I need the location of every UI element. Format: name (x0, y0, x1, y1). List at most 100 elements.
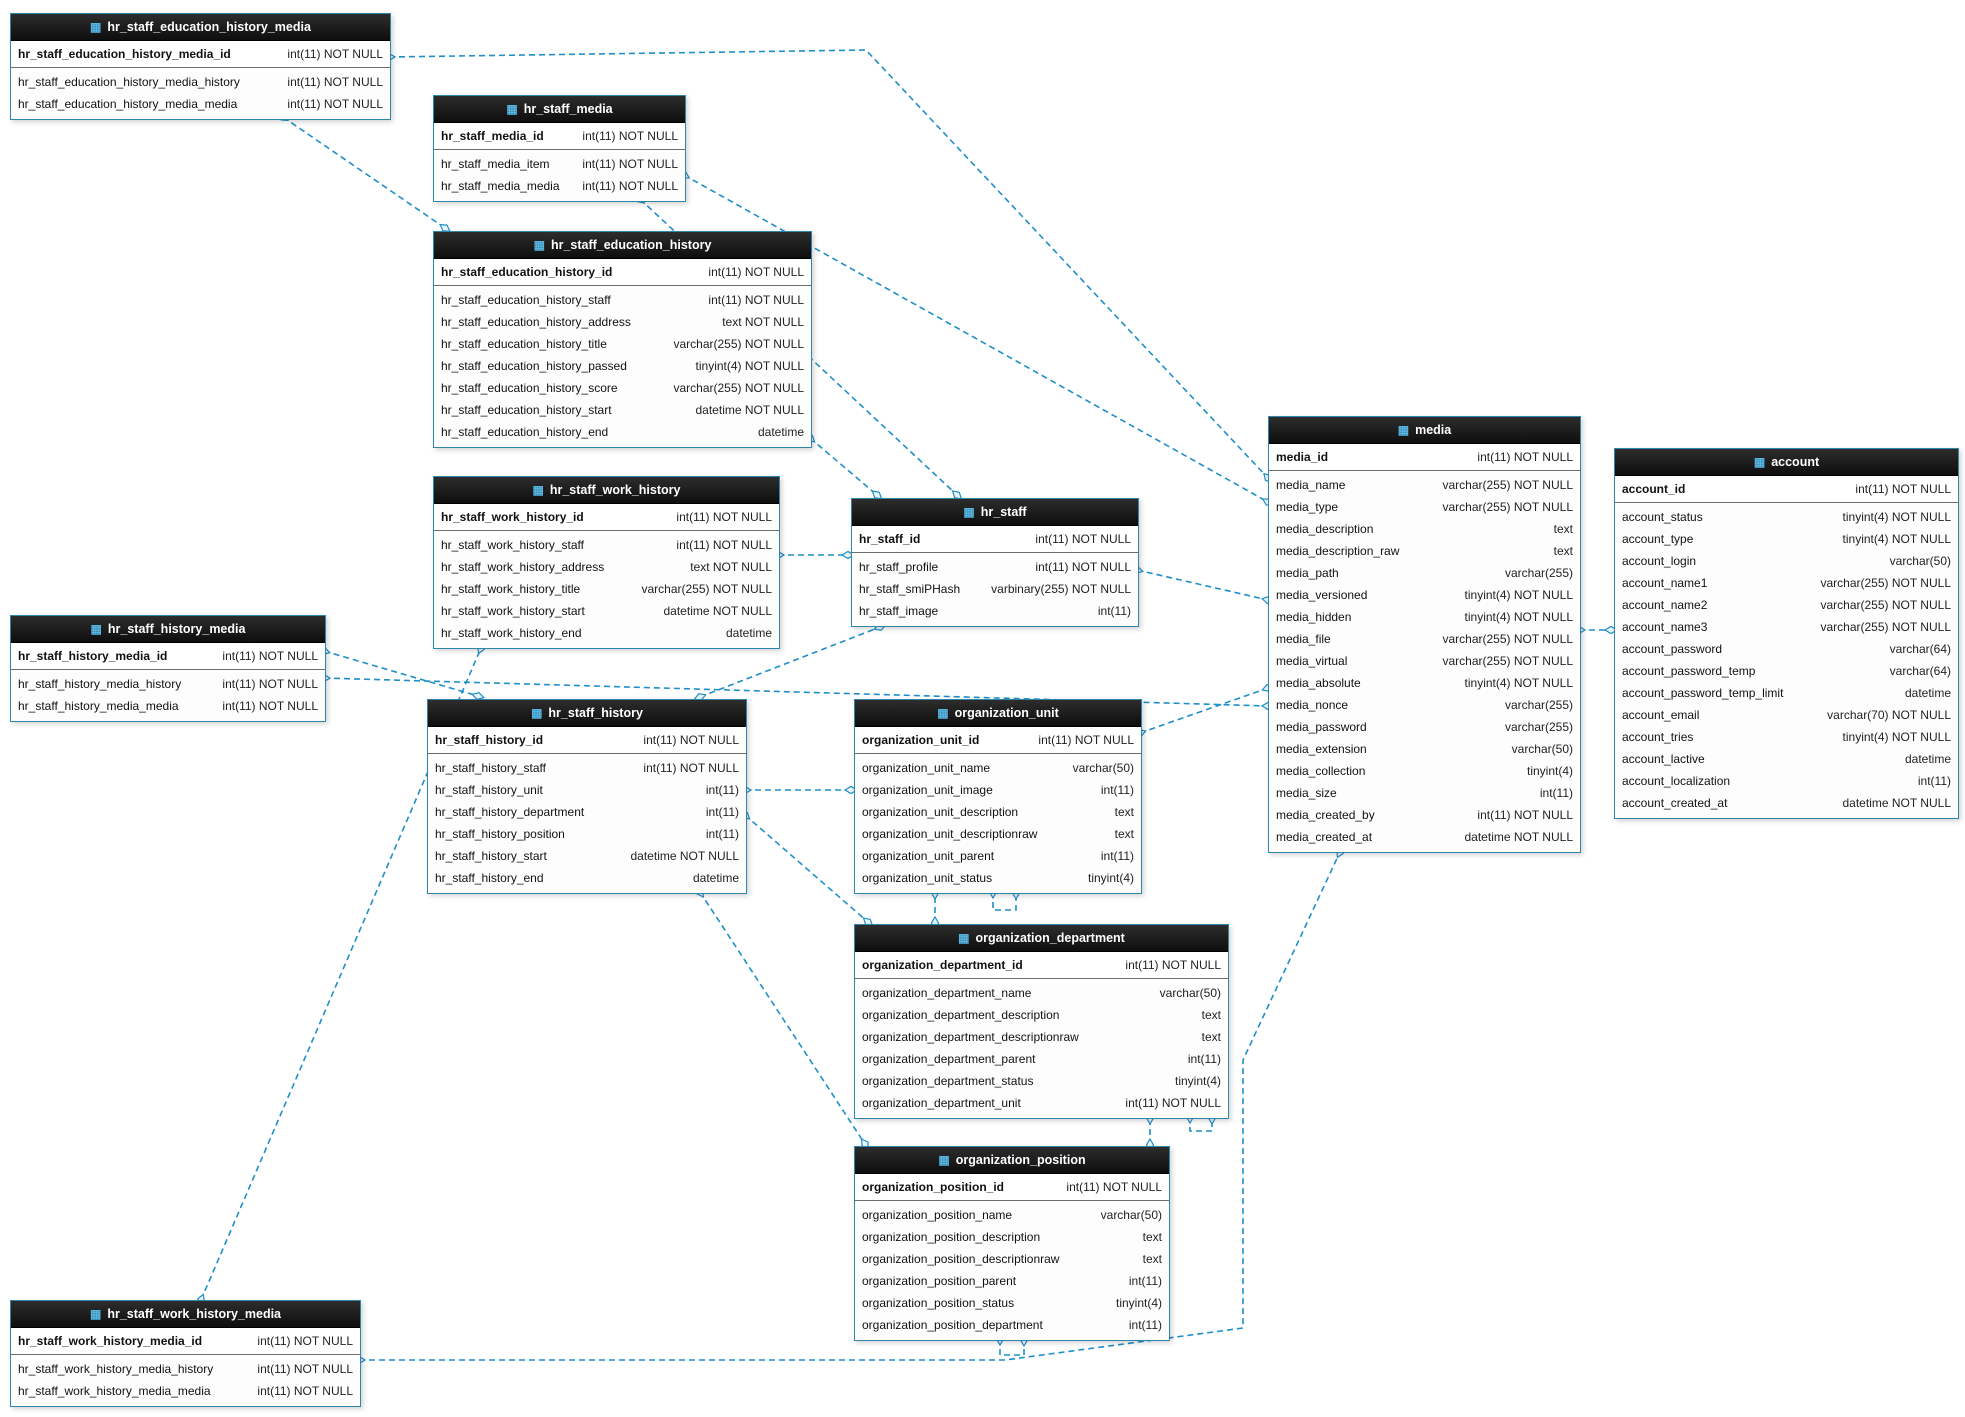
column-type: int(11) NOT NULL (1477, 450, 1573, 464)
column-type: int(11) (1539, 786, 1573, 800)
column-name: hr_staff_history_end (435, 871, 544, 885)
column-type: int(11) (1097, 604, 1131, 618)
table-grid-icon: ▦ (532, 483, 544, 497)
column-name: media_description_raw (1276, 544, 1400, 558)
relationship-hr_staff_media--media (684, 175, 1268, 502)
relationship-hr_staff_history--organization_position (700, 892, 865, 1144)
column-name: hr_staff_education_history_score (441, 381, 618, 395)
table-header[interactable]: ▦hr_staff_work_history_media (11, 1301, 360, 1328)
relationship-hr_staff_work_history_media--media (359, 852, 1340, 1360)
column-type: int(11) NOT NULL (1125, 1096, 1221, 1110)
column-row: account_email varchar(70) NOT NULL (1615, 704, 1958, 726)
column-name: hr_staff_education_history_passed (441, 359, 627, 373)
table-header[interactable]: ▦account (1615, 449, 1958, 476)
table-header[interactable]: ▦media (1269, 417, 1580, 444)
column-type: int(11) NOT NULL (643, 761, 739, 775)
column-type: int(11) NOT NULL (257, 1334, 353, 1348)
column-name: hr_staff_history_position (435, 827, 565, 841)
column-type: varchar(255) (1504, 720, 1573, 734)
column-type: datetime NOT NULL (663, 604, 773, 618)
table-title: hr_staff_education_history_media (107, 20, 311, 34)
column-type: int(11) NOT NULL (582, 129, 678, 143)
table-header[interactable]: ▦hr_staff_media (434, 96, 685, 123)
table-header[interactable]: ▦hr_staff_work_history (434, 477, 779, 504)
column-type: varchar(255) NOT NULL (1442, 654, 1574, 668)
column-type: varchar(70) NOT NULL (1827, 708, 1951, 722)
column-type: tinyint(4) NOT NULL (1842, 532, 1951, 546)
column-type: varchar(255) NOT NULL (1820, 620, 1952, 634)
column-name: hr_staff_education_history_address (441, 315, 631, 329)
table-grid-icon: ▦ (1753, 455, 1766, 469)
table-header[interactable]: ▦organization_position (855, 1147, 1169, 1174)
column-type: int(11) (1128, 1274, 1162, 1288)
column-type: int(11) NOT NULL (676, 510, 772, 524)
column-type: int(11) NOT NULL (222, 699, 318, 713)
column-name: media_file (1276, 632, 1331, 646)
relationship-hr_staff_education_history--hr_staff (810, 438, 877, 495)
relationship-hr_staff_history--hr_staff (700, 627, 880, 697)
column-name: hr_staff_education_history_media_media (18, 97, 238, 111)
table-title: hr_staff_history (548, 706, 643, 720)
column-type: int(11) NOT NULL (287, 97, 383, 111)
column-name: media_extension (1276, 742, 1367, 756)
column-name: hr_staff_history_staff (435, 761, 546, 775)
table-header[interactable]: ▦organization_department (855, 925, 1228, 952)
table-organization_position[interactable]: ▦organization_position organization_posit… (854, 1146, 1170, 1341)
column-name: media_virtual (1276, 654, 1348, 668)
column-type: int(11) NOT NULL (1038, 733, 1134, 747)
column-name: hr_staff_history_media_media (18, 699, 179, 713)
column-name: account_tries (1622, 730, 1694, 744)
column-type: datetime (1904, 686, 1951, 700)
table-header[interactable]: ▦organization_unit (855, 700, 1141, 727)
column-type: int(11) (1100, 783, 1134, 797)
table-header[interactable]: ▦hr_staff_education_history_media (11, 14, 390, 41)
table-header[interactable]: ▦hr_staff_history_media (11, 616, 325, 643)
table-hr_staff_education_history[interactable]: ▦hr_staff_education_history hr_staff_educ… (433, 231, 812, 448)
column-name: hr_staff_work_history_end (441, 626, 582, 640)
column-name: hr_staff_work_history_media_history (18, 1362, 214, 1376)
table-hr_staff_history_media[interactable]: ▦hr_staff_history_media hr_staff_history_… (10, 615, 326, 722)
table-header[interactable]: ▦hr_staff (852, 499, 1138, 526)
column-name: organization_department_name (862, 986, 1032, 1000)
table-header[interactable]: ▦hr_staff_education_history (434, 232, 811, 259)
column-type: int(11) NOT NULL (1855, 482, 1951, 496)
column-name: account_email (1622, 708, 1700, 722)
column-name: hr_staff_education_history_start (441, 403, 612, 417)
table-hr_staff_work_history[interactable]: ▦hr_staff_work_history hr_staff_work_hist… (433, 476, 780, 649)
table-header[interactable]: ▦hr_staff_history (428, 700, 746, 727)
column-row: hr_staff_history_staff int(11) NOT NULL (428, 757, 746, 779)
table-title: hr_staff_work_history_media (107, 1307, 282, 1321)
column-type: varchar(64) (1889, 642, 1951, 656)
table-grid-icon: ▦ (506, 102, 518, 116)
